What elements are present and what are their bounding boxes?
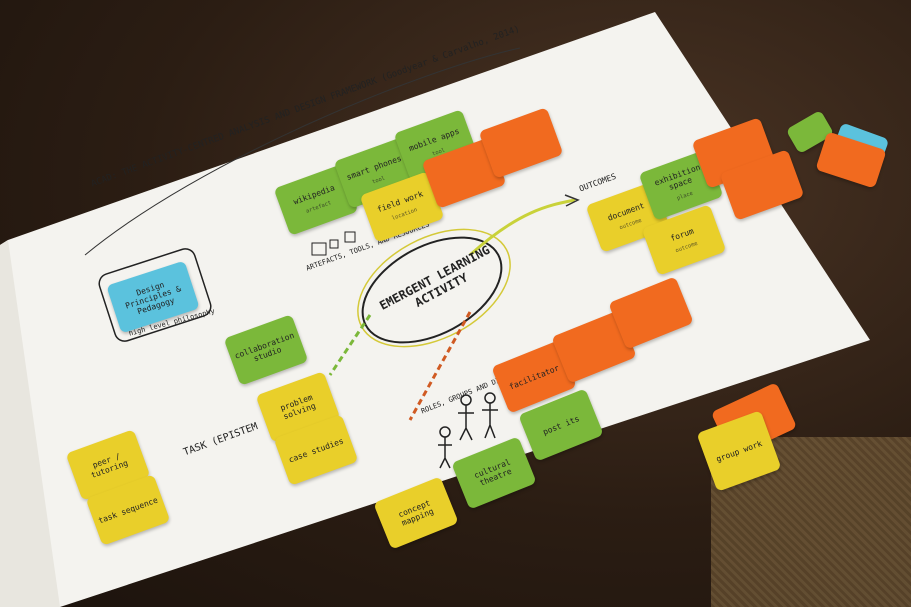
artefacts-icon (311, 231, 356, 256)
figures-icon (438, 392, 498, 469)
